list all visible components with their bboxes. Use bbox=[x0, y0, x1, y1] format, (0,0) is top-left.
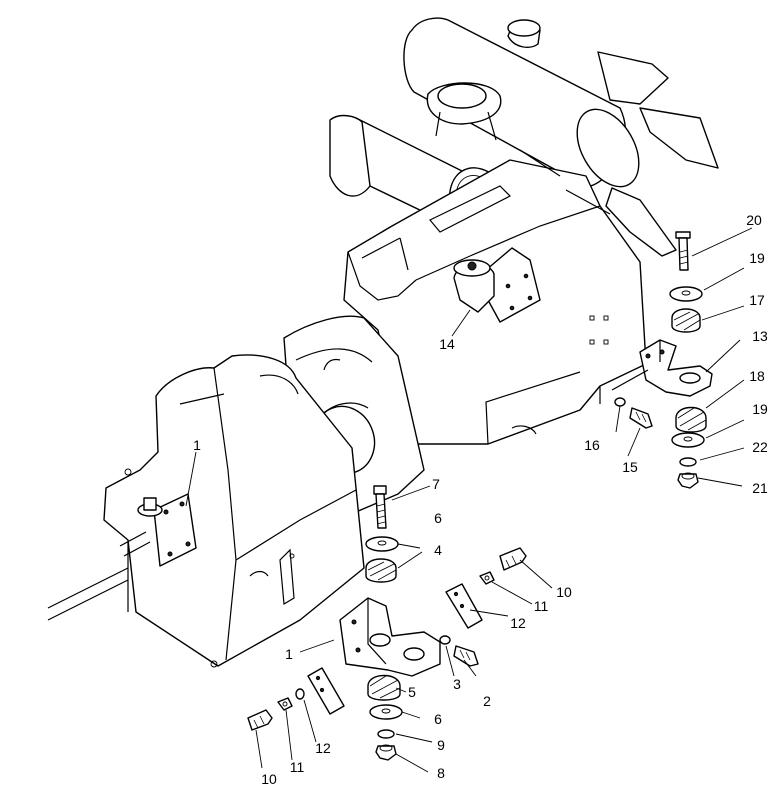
mount-parts bbox=[247, 231, 713, 761]
engine-assembly bbox=[47, 17, 719, 668]
callout-20: 20 bbox=[746, 212, 762, 228]
callout-14: 14 bbox=[439, 336, 455, 352]
cushion-18 bbox=[675, 406, 707, 433]
washer-11-lower bbox=[277, 697, 293, 711]
callout-13: 13 bbox=[752, 328, 768, 344]
washer-6-upper bbox=[365, 536, 399, 552]
rear-mount-on-case bbox=[137, 493, 197, 567]
washer-16 bbox=[614, 397, 626, 407]
callout-10-upper: 10 bbox=[556, 584, 572, 600]
callout-2: 2 bbox=[483, 693, 491, 709]
callout-6-lower: 6 bbox=[434, 711, 442, 727]
bolt-2 bbox=[453, 645, 479, 667]
washer-22 bbox=[679, 457, 697, 467]
callout-12-lower: 12 bbox=[315, 740, 331, 756]
callout-1-lower: 1 bbox=[285, 646, 293, 662]
callout-19-upper: 19 bbox=[749, 250, 765, 266]
callout-16: 16 bbox=[584, 437, 600, 453]
bolt-20 bbox=[675, 231, 691, 271]
callout-22: 22 bbox=[752, 439, 768, 455]
callout-18: 18 bbox=[749, 368, 765, 384]
washer-3 bbox=[439, 635, 451, 645]
callout-11-upper: 11 bbox=[534, 598, 549, 614]
bolt-15 bbox=[629, 407, 653, 429]
alignment-line-13 bbox=[611, 369, 649, 391]
cooling-fan bbox=[597, 51, 719, 257]
drive-shaft bbox=[47, 531, 151, 621]
transmission-case bbox=[103, 354, 365, 668]
washer-6-lower bbox=[369, 704, 403, 720]
bolt-7 bbox=[373, 485, 387, 529]
nut-21 bbox=[677, 472, 699, 489]
callout-labels: 1 1 2 3 4 5 6 6 7 8 9 10 10 11 11 12 12 … bbox=[193, 212, 768, 786]
cushion-4 bbox=[365, 558, 397, 583]
shim-12-lower bbox=[307, 667, 345, 715]
callout-12-upper: 12 bbox=[510, 615, 526, 631]
callout-19-lower: 19 bbox=[752, 401, 768, 417]
washer-11-upper bbox=[479, 571, 495, 585]
washer-9 bbox=[377, 729, 395, 739]
callout-3: 3 bbox=[453, 676, 461, 692]
cushion-17 bbox=[671, 308, 701, 333]
callout-4: 4 bbox=[434, 542, 442, 558]
callout-17: 17 bbox=[749, 292, 765, 308]
leader-lines bbox=[185, 227, 753, 773]
bolt-10-upper bbox=[499, 547, 527, 571]
nut-8 bbox=[375, 744, 397, 761]
cushion-5 bbox=[367, 674, 401, 701]
muffler bbox=[403, 17, 640, 188]
callout-9: 9 bbox=[437, 737, 445, 753]
bracket-1 bbox=[339, 597, 441, 677]
callout-8: 8 bbox=[437, 765, 445, 781]
callout-21: 21 bbox=[752, 480, 768, 496]
callout-11-lower: 11 bbox=[290, 759, 305, 775]
bracket-13 bbox=[639, 339, 713, 397]
bolt-10-lower bbox=[247, 709, 273, 731]
front-mount-bracket bbox=[453, 247, 541, 323]
callout-5: 5 bbox=[408, 684, 416, 700]
callout-1-upper: 1 bbox=[193, 437, 201, 453]
shim-12-upper bbox=[445, 583, 483, 629]
callout-15: 15 bbox=[622, 459, 638, 475]
callout-6-upper: 6 bbox=[434, 510, 442, 526]
washer-12-lower-small bbox=[295, 688, 305, 700]
callout-10-lower: 10 bbox=[261, 771, 277, 786]
callout-7: 7 bbox=[432, 476, 440, 492]
washer-19-upper bbox=[669, 286, 703, 302]
washer-19-lower bbox=[671, 432, 705, 448]
